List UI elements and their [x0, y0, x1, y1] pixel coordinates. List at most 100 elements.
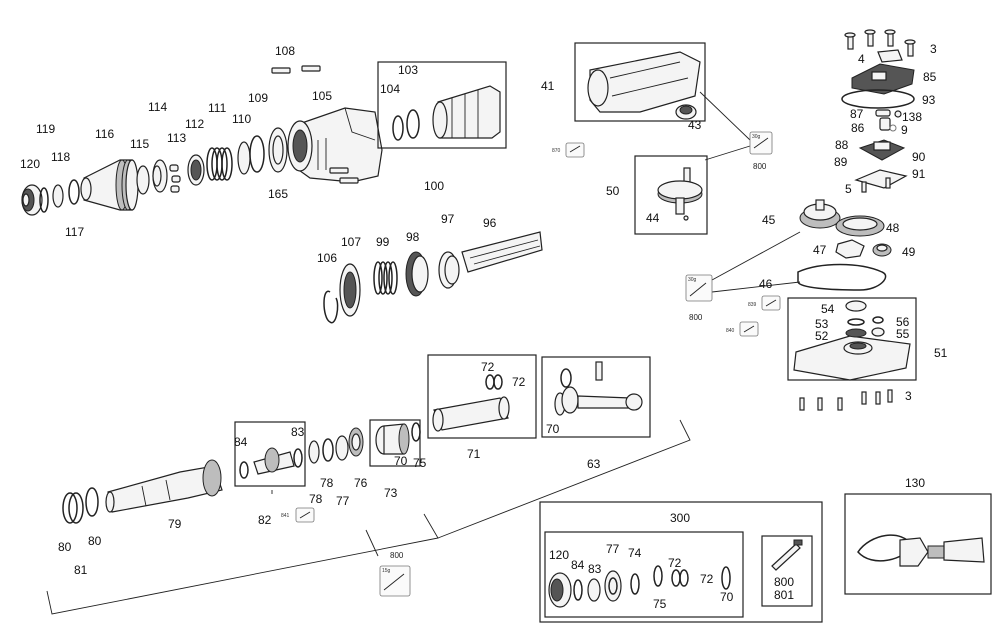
callout-9: 9	[901, 123, 908, 137]
part-46-gasket	[797, 263, 887, 291]
part-74-ring	[630, 573, 640, 595]
motor-cover-assembly	[841, 29, 916, 193]
part-130-side-handle	[857, 534, 985, 567]
part-103-ring	[406, 109, 420, 139]
callout-75-b: 75	[653, 597, 667, 611]
callout-88: 88	[835, 138, 849, 152]
callout-113: 113	[167, 131, 186, 145]
part-63-piston-rod	[554, 361, 643, 416]
grease-label-30g-top: 30g	[752, 134, 761, 140]
callout-103: 103	[398, 63, 418, 77]
callout-82: 82	[258, 513, 272, 527]
grease-870	[565, 142, 585, 158]
callout-76: 76	[354, 476, 368, 490]
callout-54: 54	[821, 302, 835, 316]
grease-800-mid	[685, 274, 713, 302]
callout-77-a: 77	[336, 494, 350, 508]
part-44-pin	[683, 215, 689, 221]
group-box-300	[539, 501, 823, 623]
callout-105: 105	[312, 89, 332, 103]
part-116-sleeve	[80, 159, 139, 211]
part-120-cap-b	[548, 572, 572, 608]
callout-44: 44	[646, 211, 660, 225]
callout-78-b: 78	[309, 492, 323, 506]
callout-91: 91	[912, 167, 926, 181]
part-97-sleeve	[438, 251, 460, 289]
part-99-spring	[373, 261, 398, 295]
part-43-bearing	[675, 104, 697, 120]
callout-83-b: 83	[588, 562, 602, 576]
grease-label-30g-mid: 30g	[688, 277, 697, 283]
part-56-ring	[872, 316, 884, 324]
part-113-balls	[169, 164, 181, 193]
grease-800-top	[749, 131, 773, 155]
part-105-housing	[287, 107, 383, 183]
part-4-pad	[877, 49, 903, 63]
callout-84-a: 84	[234, 435, 248, 449]
part-98-bearing	[405, 251, 429, 297]
callout-115: 115	[130, 137, 149, 151]
part-49-bearing	[872, 243, 892, 257]
part-107-gear	[339, 263, 361, 317]
callout-45: 45	[762, 213, 776, 227]
group-box-41	[574, 42, 706, 122]
part-106-clip	[323, 290, 339, 324]
part-109-ring	[249, 135, 265, 173]
callout-77-b: 77	[606, 542, 620, 556]
callout-80-b: 80	[88, 534, 102, 548]
callout-3-bottom: 3	[905, 389, 912, 403]
part-50-gear-shaft	[657, 167, 703, 215]
part-93-oring	[841, 89, 915, 109]
part-96-shaft	[461, 231, 543, 273]
callout-41: 41	[541, 79, 555, 93]
callout-120-b: 120	[549, 548, 569, 562]
part-83-ring-b	[587, 578, 601, 602]
grease-800-bottom	[379, 565, 411, 597]
callout-4: 4	[858, 52, 865, 66]
callout-117: 117	[65, 225, 84, 239]
callout-110: 110	[232, 112, 251, 126]
callout-800-bottom: 800	[390, 551, 404, 560]
spindle-assembly	[62, 419, 421, 524]
part-52-seal	[845, 328, 867, 338]
callout-70-c: 70	[720, 590, 734, 604]
callout-801: 801	[774, 588, 794, 602]
callout-96: 96	[483, 216, 497, 230]
callout-111: 111	[208, 101, 227, 115]
callout-85: 85	[923, 70, 937, 84]
callout-800-box: 800	[774, 575, 794, 589]
callout-120: 120	[20, 157, 40, 171]
part-51-cover	[793, 335, 911, 381]
part-48-ring-gear	[835, 215, 885, 237]
callout-800-top: 800	[753, 162, 767, 171]
callout-90: 90	[912, 150, 926, 164]
group-box-300-inner	[544, 531, 744, 618]
callout-50: 50	[606, 184, 620, 198]
callout-89: 89	[834, 155, 848, 169]
part-165-washer	[268, 127, 288, 173]
group-box-82	[234, 421, 306, 487]
callout-labels: 108 103 104 105 114 111 109 119 116 112 …	[20, 42, 948, 611]
part-73-assembly	[375, 423, 410, 455]
callout-118: 118	[51, 150, 70, 164]
part-88-90-block	[858, 139, 906, 161]
part-45-gear	[799, 199, 841, 229]
callout-114: 114	[148, 100, 167, 114]
callout-75-a: 75	[413, 456, 427, 470]
part-70-ring-c	[721, 566, 731, 590]
part-75-ring-a	[411, 422, 421, 442]
callout-63: 63	[587, 457, 601, 471]
callout-56: 56	[896, 315, 910, 329]
group-box-130	[844, 493, 992, 595]
part-87-86-138-9-parts	[875, 109, 902, 132]
part-110-ring	[237, 141, 251, 175]
callout-138: 138	[902, 110, 922, 124]
callout-3-top: 3	[930, 42, 937, 56]
part-117-ring	[68, 179, 80, 205]
part-41-housing	[587, 51, 701, 113]
part-78-washers	[308, 438, 334, 464]
part-118-washer	[52, 184, 64, 208]
callout-72-b: 72	[512, 375, 526, 389]
callout-48: 48	[886, 221, 900, 235]
part-104-ring	[392, 115, 404, 141]
